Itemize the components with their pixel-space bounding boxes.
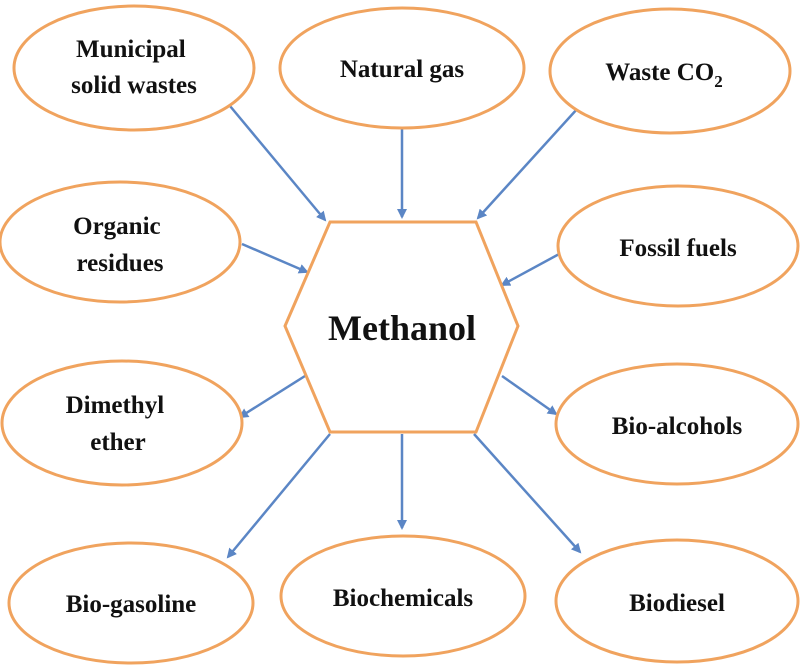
arrow-waste-co2-to-methanol (476, 107, 579, 220)
svg-text:Municipal solid wastes: Municipal solid wastes (71, 36, 197, 99)
svg-text:Biodiesel: Biodiesel (629, 590, 725, 617)
node-ellipse (554, 538, 800, 664)
arrow-organic-residues-to-methanol (241, 242, 309, 274)
node-label-line: Bio-alcohols (612, 413, 743, 440)
svg-text:Waste CO2: Waste CO2 (605, 59, 723, 91)
arrow-methanol-to-bio-gasoline (226, 433, 331, 559)
arrow-methanol-to-dimethyl-ether (238, 374, 306, 419)
node-label-line: Biodiesel (629, 590, 725, 617)
node-label-line: Natural gas (340, 56, 465, 83)
arrow-fossil-fuels-to-methanol (500, 251, 562, 287)
node-label-line: Organic (73, 213, 161, 240)
node-ellipse (7, 541, 255, 665)
arrow-methanol-to-bio-alcohols (501, 374, 558, 416)
node-biochemicals: Biochemicals (279, 534, 527, 658)
node-label-line: Fossil fuels (619, 235, 737, 262)
node-label-line: solid wastes (71, 72, 197, 99)
node-label-line: Bio-gasoline (66, 591, 197, 618)
node-ellipse (0, 180, 242, 304)
methanol-hub: Methanol (283, 220, 520, 434)
product-nodes: Dimethyl ether Bio-alcohols Bio-gasoline… (0, 359, 800, 665)
svg-text:Bio-alcohols: Bio-alcohols (612, 413, 743, 440)
node-ellipse (0, 359, 244, 487)
node-natural-gas: Natural gas (278, 6, 526, 130)
node-label-line: Biochemicals (333, 585, 474, 612)
source-nodes: Municipal solid wastes Natural gas Waste… (0, 4, 800, 308)
node-dimethyl-ether: Dimethyl ether (0, 359, 244, 487)
methanol-hexagon (283, 220, 520, 434)
node-label-subscript: 2 (714, 72, 723, 91)
svg-text:Natural gas: Natural gas (340, 56, 465, 83)
node-label-line: residues (76, 250, 163, 277)
svg-text:Biochemicals: Biochemicals (333, 585, 474, 612)
node-ellipse (556, 184, 800, 308)
node-label-line: Waste CO (605, 59, 714, 86)
node-bio-gasoline: Bio-gasoline (7, 541, 255, 665)
node-label-line: ether (90, 429, 146, 456)
arrows (226, 105, 582, 559)
svg-text:Organic residues: Organic residues (73, 213, 167, 277)
svg-text:Dimethyl ether: Dimethyl ether (66, 392, 171, 456)
node-ellipse (278, 6, 526, 130)
node-ellipse (279, 534, 527, 658)
svg-text:Fossil fuels: Fossil fuels (619, 235, 737, 262)
methanol-label: Methanol (328, 308, 476, 348)
node-biodiesel: Biodiesel (554, 538, 800, 664)
node-ellipse (12, 4, 256, 132)
svg-text:Bio-gasoline: Bio-gasoline (66, 591, 197, 618)
arrow-municipal-to-methanol (229, 105, 327, 222)
node-fossil-fuels: Fossil fuels (556, 184, 800, 308)
node-municipal-solid-wastes: Municipal solid wastes (12, 4, 256, 132)
node-waste-co2: Waste CO2 (548, 7, 792, 135)
arrow-methanol-to-biodiesel (473, 433, 582, 554)
node-ellipse (548, 7, 792, 135)
node-label-line: Municipal (76, 36, 186, 63)
node-bio-alcohols: Bio-alcohols (554, 362, 800, 486)
node-organic-residues: Organic residues (0, 180, 242, 304)
node-label-line: Dimethyl (66, 392, 165, 419)
node-ellipse (554, 362, 800, 486)
